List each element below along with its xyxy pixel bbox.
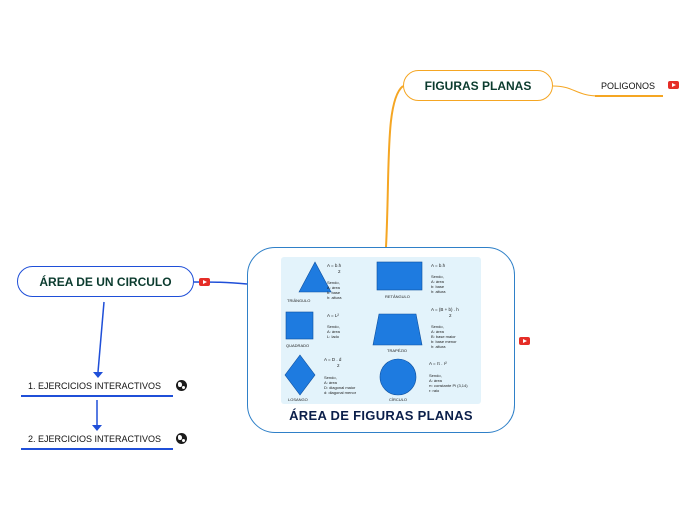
rectangle-formula: A = b.h xyxy=(431,263,446,268)
globe-icon[interactable] xyxy=(176,380,187,391)
square-legend: Sendo, A: área L: lado xyxy=(327,324,341,339)
triangle-name: TRIÂNGULO xyxy=(287,298,310,303)
svg-text:r: raio: r: raio xyxy=(429,388,440,393)
trapezoid-name: TRAPÉZIO xyxy=(387,348,407,353)
svg-text:b: base: b: base xyxy=(327,290,341,295)
rectangle-name: RETÂNGULO xyxy=(385,294,410,299)
rhombus-formula: A = D . d xyxy=(324,357,342,362)
youtube-icon[interactable] xyxy=(519,337,530,345)
svg-text:Sendo,: Sendo, xyxy=(327,324,340,329)
svg-text:A: área: A: área xyxy=(431,329,445,334)
node-figuras-planas[interactable]: FIGURAS PLANAS xyxy=(403,70,553,101)
rhombus-shape xyxy=(284,354,316,396)
youtube-icon[interactable] xyxy=(668,81,679,89)
circle-name: CÍRCULO xyxy=(389,397,407,402)
rhombus-legend: Sendo, A: área D: diagonal maior d: diag… xyxy=(324,375,357,395)
svg-text:D: diagonal maior: D: diagonal maior xyxy=(324,385,356,390)
svg-text:b: base: b: base xyxy=(431,284,445,289)
square-shape xyxy=(285,311,314,340)
node-poligonos-label[interactable]: POLIGONOS xyxy=(601,81,656,91)
rectangle-legend: Sendo, A: área b: base h: altura xyxy=(431,274,446,294)
svg-text:Sendo,: Sendo, xyxy=(327,280,340,285)
trapezoid-shape xyxy=(372,313,423,346)
circle-formula: A = π . r² xyxy=(429,361,447,366)
link-area-ejercicios-1 xyxy=(97,301,105,373)
youtube-icon[interactable] xyxy=(199,278,210,286)
triangle-shape xyxy=(298,261,332,293)
arrow-ejercicios-1 xyxy=(93,372,103,378)
svg-text:π: constante Pi (3,14): π: constante Pi (3,14) xyxy=(429,383,468,388)
central-title: ÁREA DE FIGURAS PLANAS xyxy=(289,408,473,423)
svg-text:Sendo,: Sendo, xyxy=(431,274,444,279)
trapezoid-formula-den: 2 xyxy=(449,313,452,318)
rectangle-shape xyxy=(376,261,423,291)
circle-legend: Sendo, A: área π: constante Pi (3,14) r:… xyxy=(429,373,468,393)
triangle-formula: A = b.h xyxy=(327,263,342,268)
svg-text:Sendo,: Sendo, xyxy=(324,375,337,380)
arrow-ejercicios-2 xyxy=(92,425,102,431)
node-figuras-planas-label: FIGURAS PLANAS xyxy=(424,78,532,93)
figures-drawing: TRIÂNGULO A = b.h 2 Sendo, A: área b: ba… xyxy=(284,261,468,402)
link-figuras-poligonos xyxy=(552,85,601,97)
svg-text:L: lado: L: lado xyxy=(327,334,340,339)
svg-text:A: área: A: área xyxy=(324,380,338,385)
svg-text:d: diagonal menor: d: diagonal menor xyxy=(324,390,357,395)
figures-image: TRIÂNGULO A = b.h 2 Sendo, A: área b: ba… xyxy=(281,257,481,404)
triangle-legend: Sendo, A: área b: base h: altura xyxy=(327,280,342,300)
svg-text:A: área: A: área xyxy=(327,285,341,290)
square-formula: A = L² xyxy=(327,313,339,318)
globe-icon[interactable] xyxy=(176,433,187,444)
svg-text:h: altura: h: altura xyxy=(431,289,446,294)
node-ejercicios-1-label[interactable]: 1. EJERCICIOS INTERACTIVOS xyxy=(28,381,162,391)
node-area-circulo-label: ÁREA DE UN CIRCULO xyxy=(39,274,172,289)
svg-text:b: base menor: b: base menor xyxy=(431,339,457,344)
svg-text:Sendo,: Sendo, xyxy=(429,373,442,378)
square-name: QUADRADO xyxy=(286,343,309,348)
svg-text:A: área: A: área xyxy=(429,378,443,383)
circle-shape xyxy=(379,358,417,396)
trapezoid-formula: A = (B + b) . h xyxy=(431,307,459,312)
svg-text:B: base maior: B: base maior xyxy=(431,334,456,339)
svg-text:A: área: A: área xyxy=(431,279,445,284)
svg-text:h: altura: h: altura xyxy=(431,344,446,349)
triangle-formula-den: 2 xyxy=(338,269,341,274)
link-central-figuras xyxy=(385,85,404,248)
rhombus-name: LOSANGO xyxy=(288,397,308,402)
node-area-circulo[interactable]: ÁREA DE UN CIRCULO xyxy=(17,266,194,297)
rhombus-formula-den: 2 xyxy=(337,363,340,368)
link-central-area-circulo xyxy=(193,281,248,285)
svg-text:h: altura: h: altura xyxy=(327,295,342,300)
svg-text:Sendo,: Sendo, xyxy=(431,324,444,329)
node-central-area-figuras[interactable]: TRIÂNGULO A = b.h 2 Sendo, A: área b: ba… xyxy=(247,247,515,433)
node-ejercicios-2-label[interactable]: 2. EJERCICIOS INTERACTIVOS xyxy=(28,434,162,444)
trapezoid-legend: Sendo, A: área B: base maior b: base men… xyxy=(431,324,457,349)
svg-text:A: área: A: área xyxy=(327,329,341,334)
